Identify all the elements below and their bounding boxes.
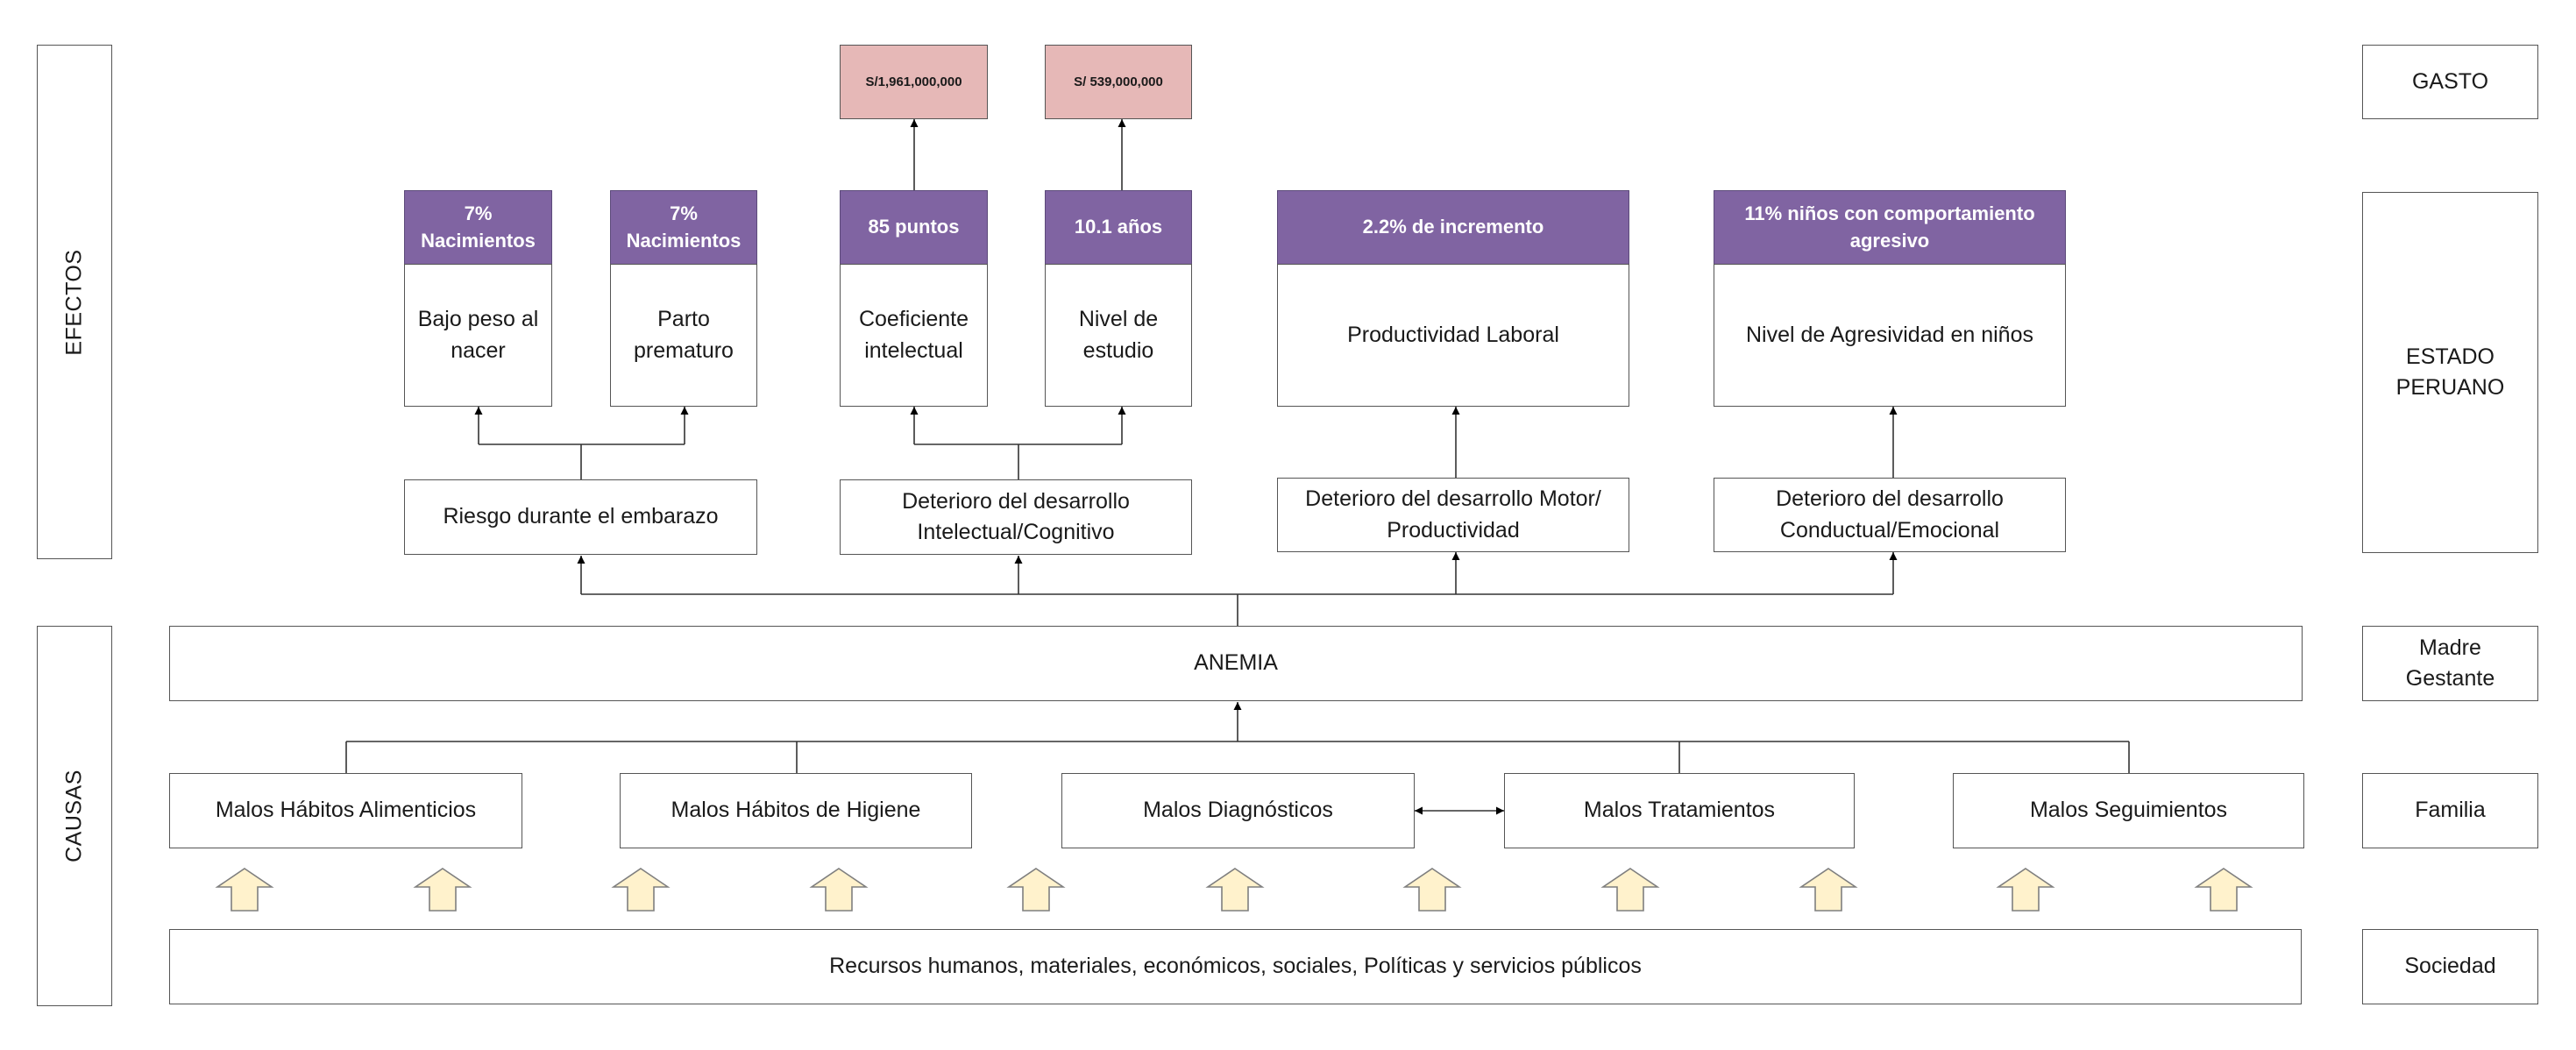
indicator-parto-prematuro: 7% Nacimientos xyxy=(610,190,757,265)
indicator-agresividad: 11% niños con comportamiento agresivo xyxy=(1714,190,2066,265)
block-up-arrow xyxy=(1996,868,2055,912)
cause-tratamientos: Malos Tratamientos xyxy=(1504,773,1855,848)
block-up-arrow xyxy=(1205,868,1265,912)
block-up-arrow xyxy=(1006,868,1066,912)
block-up-arrow xyxy=(215,868,274,912)
causes-side-panel: CAUSAS xyxy=(37,626,112,1006)
effect-coeficiente: Coeficiente intelectual xyxy=(840,264,988,407)
cause-habitos-alimenticios: Malos Hábitos Alimenticios xyxy=(169,773,522,848)
cause-seguimientos: Malos Seguimientos xyxy=(1953,773,2304,848)
block-up-arrow xyxy=(1600,868,1660,912)
block-up-arrow xyxy=(809,868,869,912)
effects-side-panel: EFECTOS xyxy=(37,45,112,559)
indicator-productividad: 2.2% de incremento xyxy=(1277,190,1629,265)
indicator-bajo-peso: 7% Nacimientos xyxy=(404,190,552,265)
block-up-arrow xyxy=(1402,868,1462,912)
deterioro-intelectual: Deterioro del desarrollo Intelectual/Cog… xyxy=(840,479,1192,555)
cause-habitos-higiene: Malos Hábitos de Higiene xyxy=(620,773,972,848)
effect-agresividad: Nivel de Agresividad en niños xyxy=(1714,264,2066,407)
right-label-madre-gestante: Madre Gestante xyxy=(2362,626,2538,701)
effects-side-label: EFECTOS xyxy=(61,248,87,356)
deterioro-motor: Deterioro del desarrollo Motor/ Producti… xyxy=(1277,478,1629,552)
foundation-box: Recursos humanos, materiales, económicos… xyxy=(169,929,2302,1004)
indicator-coeficiente: 85 puntos xyxy=(840,190,988,265)
anemia-box: ANEMIA xyxy=(169,626,2303,701)
right-label-sociedad: Sociedad xyxy=(2362,929,2538,1004)
block-up-arrow xyxy=(1799,868,1858,912)
cost-box-nivel-estudio: S/ 539,000,000 xyxy=(1045,45,1192,119)
block-up-arrow xyxy=(413,868,472,912)
effect-parto-prematuro: Parto prematuro xyxy=(610,264,757,407)
block-up-arrow xyxy=(611,868,671,912)
block-up-arrow xyxy=(2194,868,2253,912)
effect-bajo-peso: Bajo peso al nacer xyxy=(404,264,552,407)
right-label-estado-peruano: ESTADO PERUANO xyxy=(2362,192,2538,553)
right-label-gasto: GASTO xyxy=(2362,45,2538,119)
cost-box-coeficiente: S/1,961,000,000 xyxy=(840,45,988,119)
effect-nivel-estudio: Nivel de estudio xyxy=(1045,264,1192,407)
deterioro-embarazo: Riesgo durante el embarazo xyxy=(404,479,757,555)
cause-diagnosticos: Malos Diagnósticos xyxy=(1061,773,1415,848)
deterioro-conductual: Deterioro del desarrollo Conductual/Emoc… xyxy=(1714,478,2066,552)
right-label-familia: Familia xyxy=(2362,773,2538,848)
effect-productividad: Productividad Laboral xyxy=(1277,264,1629,407)
indicator-nivel-estudio: 10.1 años xyxy=(1045,190,1192,265)
causes-side-label: CAUSAS xyxy=(61,770,87,862)
